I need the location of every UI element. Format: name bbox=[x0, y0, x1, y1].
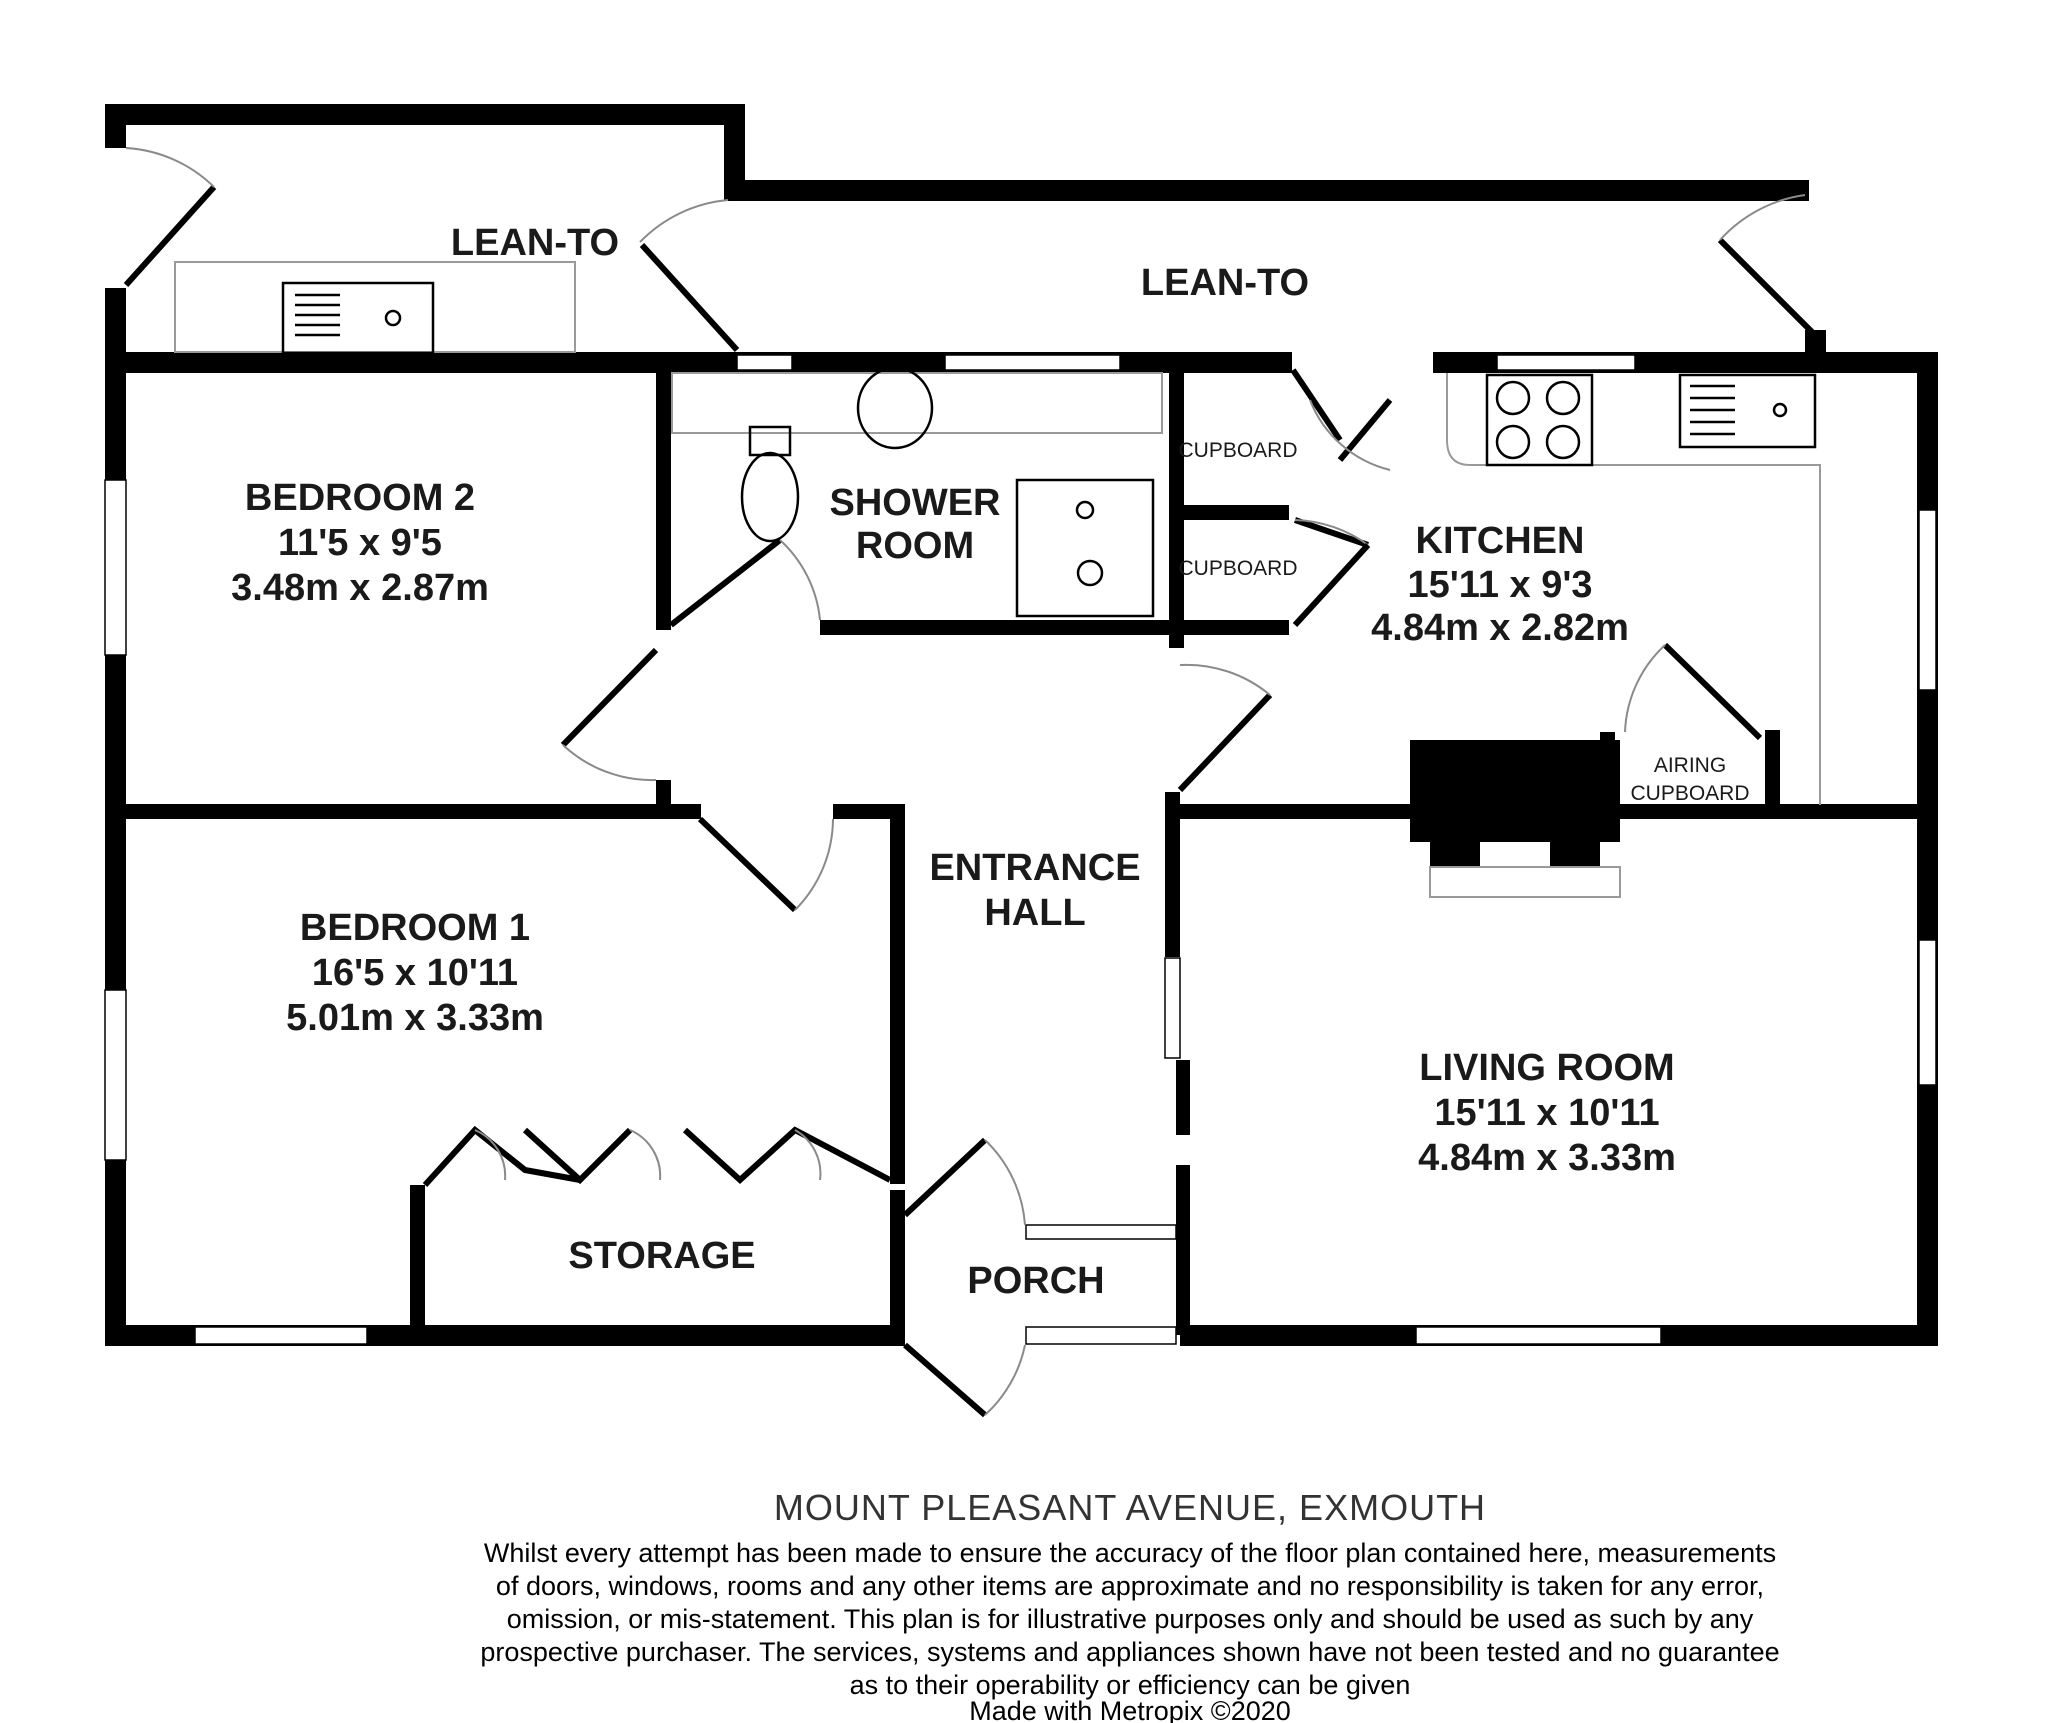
basin-icon bbox=[856, 366, 934, 450]
airing-cupboard-label-2: CUPBOARD bbox=[1630, 782, 1749, 805]
bedroom1-metric: 5.01m x 3.33m bbox=[286, 997, 544, 1039]
hob-icon bbox=[1485, 373, 1594, 467]
kitchen-metric: 4.84m x 2.82m bbox=[1371, 607, 1629, 649]
entrance-hall-label-2: HALL bbox=[984, 892, 1085, 934]
living-room-metric: 4.84m x 3.33m bbox=[1418, 1137, 1676, 1179]
disclaimer-line-3: omission, or mis-statement. This plan is… bbox=[507, 1604, 1754, 1634]
airing-cupboard-label-1: AIRING bbox=[1654, 754, 1726, 777]
sink-kitchen-icon bbox=[1678, 373, 1817, 449]
bedroom2-name: BEDROOM 2 bbox=[245, 477, 475, 519]
bedroom2-imperial: 11'5 x 9'5 bbox=[278, 522, 442, 564]
windows bbox=[104, 354, 1937, 1345]
fixtures bbox=[174, 261, 1821, 898]
disclaimer-line-5: as to their operability or efficiency ca… bbox=[850, 1670, 1411, 1700]
storage-label: STORAGE bbox=[568, 1235, 755, 1277]
sink-left-icon bbox=[281, 281, 435, 355]
shower-room-label-2: ROOM bbox=[856, 525, 974, 567]
bedroom2-metric: 3.48m x 2.87m bbox=[231, 567, 489, 609]
cupboard-mid-label: CUPBOARD bbox=[1178, 557, 1297, 580]
kitchen-name: KITCHEN bbox=[1416, 520, 1585, 562]
shower-room-label-1: SHOWER bbox=[830, 482, 1001, 524]
living-room-name: LIVING ROOM bbox=[1419, 1047, 1674, 1089]
bedroom1-name: BEDROOM 1 bbox=[300, 907, 530, 949]
disclaimer-line-1: Whilst every attempt has been made to en… bbox=[484, 1538, 1776, 1568]
kitchen-imperial: 15'11 x 9'3 bbox=[1407, 564, 1592, 606]
footer: MOUNT PLEASANT AVENUE, EXMOUTH Whilst ev… bbox=[480, 1487, 1779, 1723]
entrance-hall-label-1: ENTRANCE bbox=[929, 847, 1140, 889]
porch-label: PORCH bbox=[967, 1260, 1104, 1302]
address-title: MOUNT PLEASANT AVENUE, EXMOUTH bbox=[774, 1487, 1486, 1528]
lean-to-right-label: LEAN-TO bbox=[1141, 262, 1309, 304]
credit-line: Made with Metropix ©2020 bbox=[969, 1696, 1291, 1723]
shower-tray-icon bbox=[1015, 478, 1155, 618]
toilet-cistern-icon bbox=[748, 425, 792, 457]
living-room-imperial: 15'11 x 10'11 bbox=[1434, 1092, 1659, 1134]
lean-to-left-label: LEAN-TO bbox=[451, 222, 619, 264]
disclaimer-line-4: prospective purchaser. The services, sys… bbox=[480, 1637, 1779, 1667]
disclaimer-line-2: of doors, windows, rooms and any other i… bbox=[496, 1571, 1764, 1601]
cupboard-top-label: CUPBOARD bbox=[1178, 439, 1297, 462]
bedroom1-imperial: 16'5 x 10'11 bbox=[312, 952, 518, 994]
toilet-icon bbox=[740, 451, 800, 543]
tap-icon bbox=[384, 309, 402, 327]
doors bbox=[123, 147, 1818, 1418]
room-labels: LEAN-TO LEAN-TO BEDROOM 2 11'5 x 9'5 3.4… bbox=[231, 222, 1749, 1302]
